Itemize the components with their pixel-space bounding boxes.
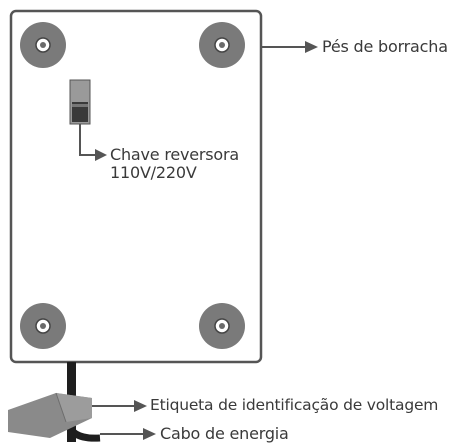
power-cable-label: Cabo de energia [160, 424, 289, 443]
tag-arrowhead [134, 400, 147, 412]
switch-label-line2: 110V/220V [110, 163, 197, 182]
switch-pointer [79, 124, 96, 156]
rubber-feet-label: Pés de borracha [322, 37, 448, 56]
voltage-switch [69, 79, 91, 125]
rubber-foot-top-left [20, 22, 66, 68]
voltage-tag-label: Etiqueta de identificação de voltagem [150, 396, 439, 414]
cable-arrowhead [143, 428, 156, 440]
voltage-tag [8, 392, 92, 438]
switch-label-line1: Chave reversora [110, 145, 239, 164]
rubber-foot-bottom-right [199, 303, 245, 349]
rubber-foot-top-right [199, 22, 245, 68]
feet-arrowhead [305, 41, 318, 53]
switch-arrowhead [95, 149, 107, 161]
rubber-foot-bottom-left [20, 303, 66, 349]
